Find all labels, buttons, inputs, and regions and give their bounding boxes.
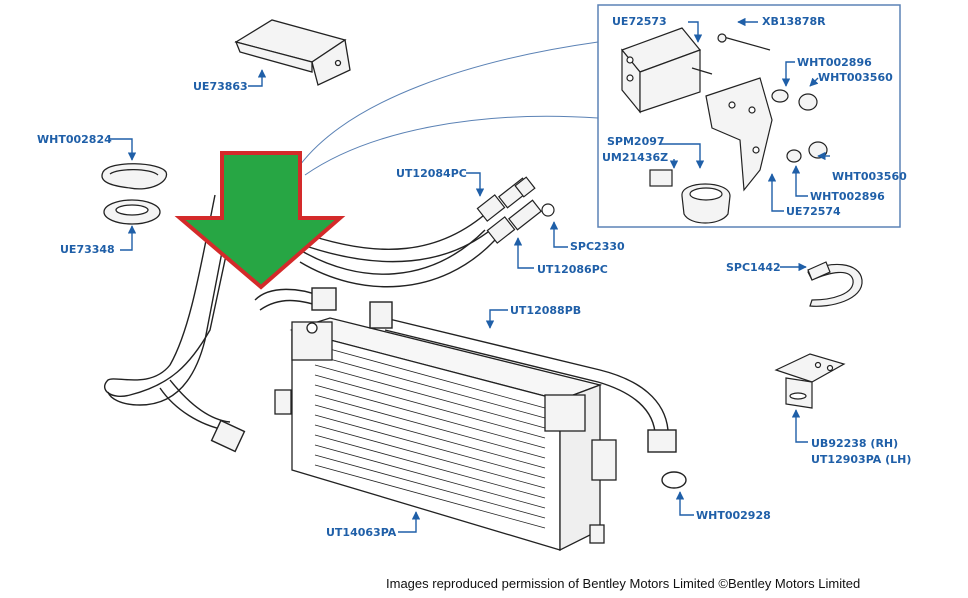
label-wht002896-upper: WHT002896 [797, 56, 872, 69]
inset-parts-drawing [621, 27, 828, 224]
label-spc2330: SPC2330 [570, 240, 625, 253]
label-wht002896-lower: WHT002896 [810, 190, 885, 203]
label-ue73863: UE73863 [193, 80, 248, 93]
bracket-ub92238-drawing [774, 353, 846, 409]
label-xb13878r: XB13878R [762, 15, 826, 28]
highlight-arrow [174, 151, 346, 290]
label-leaders [110, 17, 830, 533]
label-spm2097: SPM2097 [607, 135, 665, 148]
detail-inset-frame [597, 4, 901, 228]
oil-cooler-drawing [274, 317, 617, 552]
hose-drawings [299, 209, 501, 288]
label-ut12088pb: UT12088PB [510, 304, 582, 317]
label-um21436z: UM21436Z [602, 151, 669, 164]
copyright-credit: Images reproduced permission of Bentley … [386, 576, 861, 591]
label-ue72574: UE72574 [786, 205, 841, 218]
label-wht003560-upper: WHT003560 [818, 71, 893, 84]
hose-fittings [476, 176, 555, 244]
label-ue72573: UE72573 [612, 15, 667, 28]
label-wht002824: WHT002824 [37, 133, 112, 146]
label-wht003560-lower: WHT003560 [832, 170, 907, 183]
pipe-ut12088pb-drawing [210, 287, 687, 489]
label-ut12086pc: UT12086PC [537, 263, 608, 276]
label-spc1442: SPC1442 [726, 261, 781, 274]
label-ut12903pa: UT12903PA (LH) [811, 453, 912, 466]
grommet-drawings [101, 163, 168, 225]
inset-leader-curves [299, 41, 599, 176]
label-ub92238: UB92238 (RH) [811, 437, 899, 450]
label-ut12084pc: UT12084PC [396, 167, 467, 180]
label-ut14063pa: UT14063PA [326, 526, 397, 539]
clip-spc1442-drawing [807, 261, 863, 307]
label-ue73348: UE73348 [60, 243, 115, 256]
label-wht002928: WHT002928 [696, 509, 771, 522]
bracket-ue73863-drawing [234, 19, 351, 86]
